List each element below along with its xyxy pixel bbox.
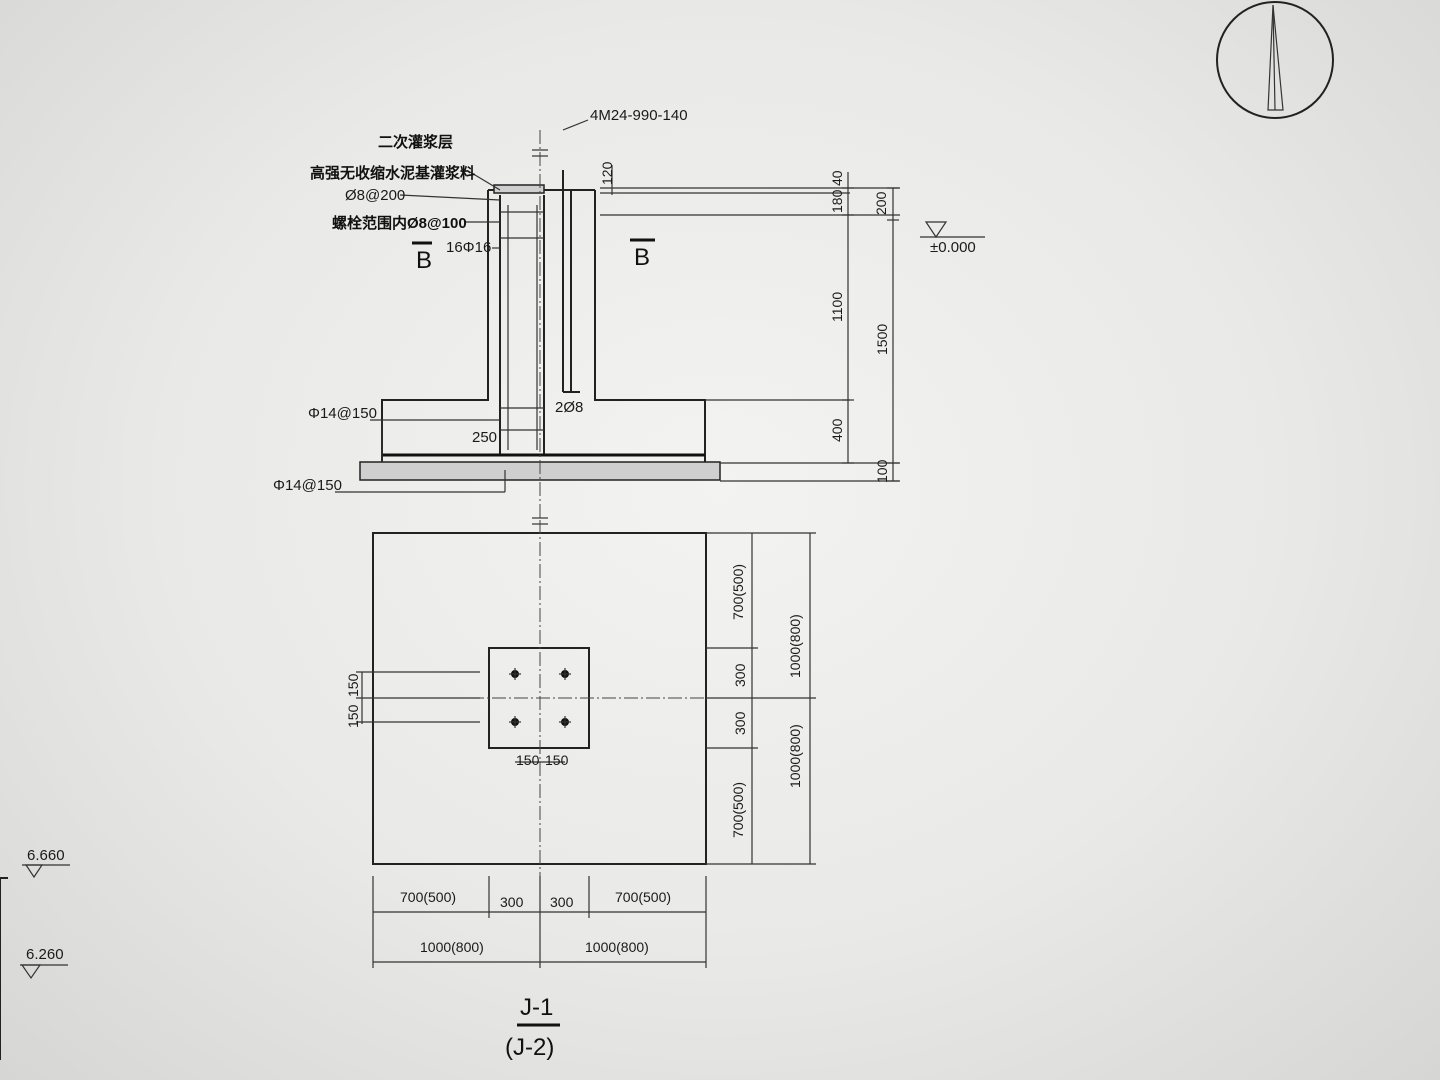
plan-dim-bottom-1000-left: 1000(800)	[420, 939, 484, 955]
bolt-icon	[559, 668, 571, 680]
elevation-lower-label: 6.260	[26, 946, 64, 963]
dim-1500: 1500	[874, 324, 890, 355]
bottom-bar-top-label: Φ14@150	[308, 405, 377, 422]
anchor-bolt-label: 4M24-990-140	[590, 107, 688, 124]
bottom-bar-bottom-label: Φ14@150	[273, 477, 342, 494]
plan-dim-left-150-a: 150	[345, 673, 361, 697]
drawing-title: J-1 (J-2)	[505, 994, 560, 1061]
dim-100: 100	[874, 459, 890, 483]
elevation-zero-label: ±0.000	[930, 239, 976, 256]
plan-view: 700(500) 300 300 700(500) 1000(800) 1000…	[345, 520, 816, 968]
elevation-triangle-icon	[20, 964, 42, 980]
grout-layer-label: 二次灌浆层	[378, 133, 453, 151]
elevation-triangle-icon	[24, 864, 44, 879]
elevation-marker-icon	[920, 221, 985, 239]
section-mark-left: B	[416, 247, 432, 274]
grout-material-label: 高强无收缩水泥基灌浆料	[310, 164, 475, 182]
dim-40: 40	[829, 170, 845, 186]
title-main: J-1	[520, 994, 553, 1021]
plan-dim-bottom-1000-right: 1000(800)	[585, 939, 649, 955]
dim-250-label: 250	[472, 429, 497, 446]
dim-180: 180	[829, 189, 845, 213]
stirrup-bolt-label: 螺栓范围内Ø8@100	[332, 214, 467, 232]
plan-dim-inner-150-b: 150	[545, 752, 569, 768]
bars-2-label: 2Ø8	[555, 399, 583, 416]
plan-dim-bottom-700-left: 700(500)	[400, 889, 456, 905]
dim-1100: 1100	[829, 292, 845, 322]
north-arrow-icon	[1216, 1, 1334, 119]
plan-dim-right-700-bot: 700(500)	[730, 782, 746, 838]
main-bars-label: 16Φ16	[446, 239, 491, 256]
title-sub: (J-2)	[505, 1034, 554, 1061]
bolt-icon	[509, 668, 521, 680]
plan-dim-right-300-top: 300	[732, 663, 748, 687]
plan-dim-right-700-top: 700(500)	[730, 564, 746, 620]
plan-dim-right-1000-top: 1000(800)	[787, 614, 803, 678]
stirrup-label: Ø8@200	[345, 187, 405, 204]
bolt-icon	[559, 716, 571, 728]
plan-dim-left-150-b: 150	[345, 704, 361, 728]
section-view: 二次灌浆层 高强无收缩水泥基灌浆料 Ø8@200 螺栓范围内Ø8@100 16Φ…	[273, 107, 985, 525]
dim-200: 200	[873, 191, 889, 215]
plan-dim-bottom-300-left: 300	[500, 894, 524, 910]
plan-dim-right-1000-bot: 1000(800)	[787, 724, 803, 788]
dim-400: 400	[829, 418, 845, 442]
plan-dim-right-300-bot: 300	[732, 711, 748, 735]
plan-dim-bottom-300-right: 300	[550, 894, 574, 910]
plan-dim-inner-150-a: 150	[516, 752, 540, 768]
elevation-upper-label: 6.660	[27, 847, 65, 864]
plan-dim-bottom-700-right: 700(500)	[615, 889, 671, 905]
bolt-icon	[509, 716, 521, 728]
elevation-markers: 6.660 6.260	[0, 847, 70, 1060]
section-mark-right: B	[634, 244, 650, 271]
dim-120: 120	[599, 161, 615, 185]
